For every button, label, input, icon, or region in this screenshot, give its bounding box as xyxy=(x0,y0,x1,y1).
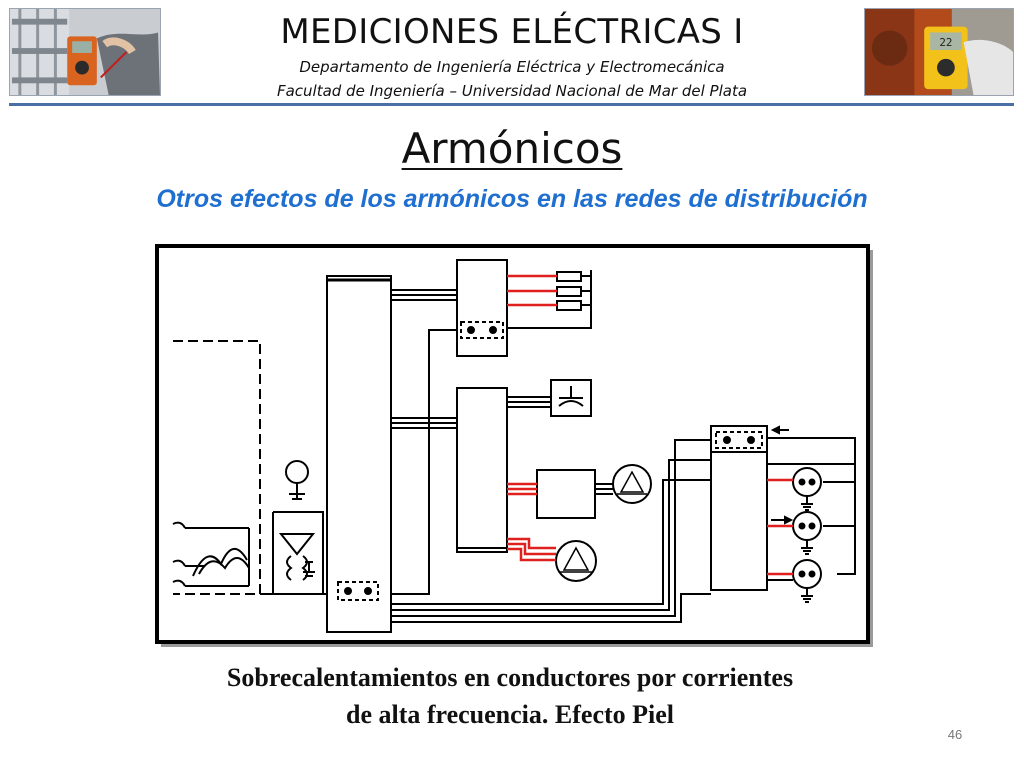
feeder-3-lines xyxy=(391,439,711,623)
socket-branch-neutrals xyxy=(767,463,855,527)
slide-subtitle: Otros efectos de los armónicos en las re… xyxy=(156,185,868,213)
neutral-arrow-icon xyxy=(770,425,789,435)
course-title: MEDICIONES ELÉCTRICAS I xyxy=(280,12,744,52)
svg-text:22: 22 xyxy=(939,36,952,49)
sub-board-3 xyxy=(710,425,768,591)
slide-title: Armónicos xyxy=(0,124,1024,173)
sub-board-3-breaker-icon xyxy=(715,431,763,449)
sub-board-3-neutral xyxy=(767,437,856,575)
faculty-name: Facultad de Ingeniería – Universidad Nac… xyxy=(276,82,748,100)
capacitor-feed-lines xyxy=(507,396,551,408)
header-divider xyxy=(9,103,1014,106)
clamp-meter-photo-icon: 22 xyxy=(864,8,1014,96)
slide-title-text: Armónicos xyxy=(401,124,623,173)
feeder-1-lines xyxy=(391,289,457,301)
page-number: 46 xyxy=(947,727,963,742)
sub-board-1-breaker-icon xyxy=(460,321,504,339)
sub-board-2 xyxy=(456,387,508,553)
main-distribution-board xyxy=(326,275,392,633)
department-name: Departamento de Ingeniería Eléctrica y E… xyxy=(299,58,725,76)
current-arrow-icon xyxy=(771,515,794,525)
neutral-return-1 xyxy=(506,270,592,330)
overheated-conductors xyxy=(507,274,793,576)
generator-winding-icon xyxy=(172,521,250,587)
motor-1-icon xyxy=(612,464,652,504)
main-board-breaker-icon xyxy=(337,581,379,601)
diagram-caption-line-2: de alta frecuencia. Efecto Piel xyxy=(345,700,675,729)
transformer-icon xyxy=(260,460,327,595)
socket-1-icon xyxy=(792,467,822,511)
neutral-return-2 xyxy=(391,329,457,595)
drive-output-lines xyxy=(595,483,613,495)
feeder-2-lines xyxy=(391,417,457,429)
multimeter-photo-icon xyxy=(9,8,161,96)
variable-speed-drive xyxy=(536,469,596,519)
sub-board-1 xyxy=(456,259,508,357)
distribution-network-diagram xyxy=(155,244,873,647)
generator-dashed-outline xyxy=(173,340,261,595)
diagram-caption-line-1: Sobrecalentamientos en conductores por c… xyxy=(226,663,794,692)
